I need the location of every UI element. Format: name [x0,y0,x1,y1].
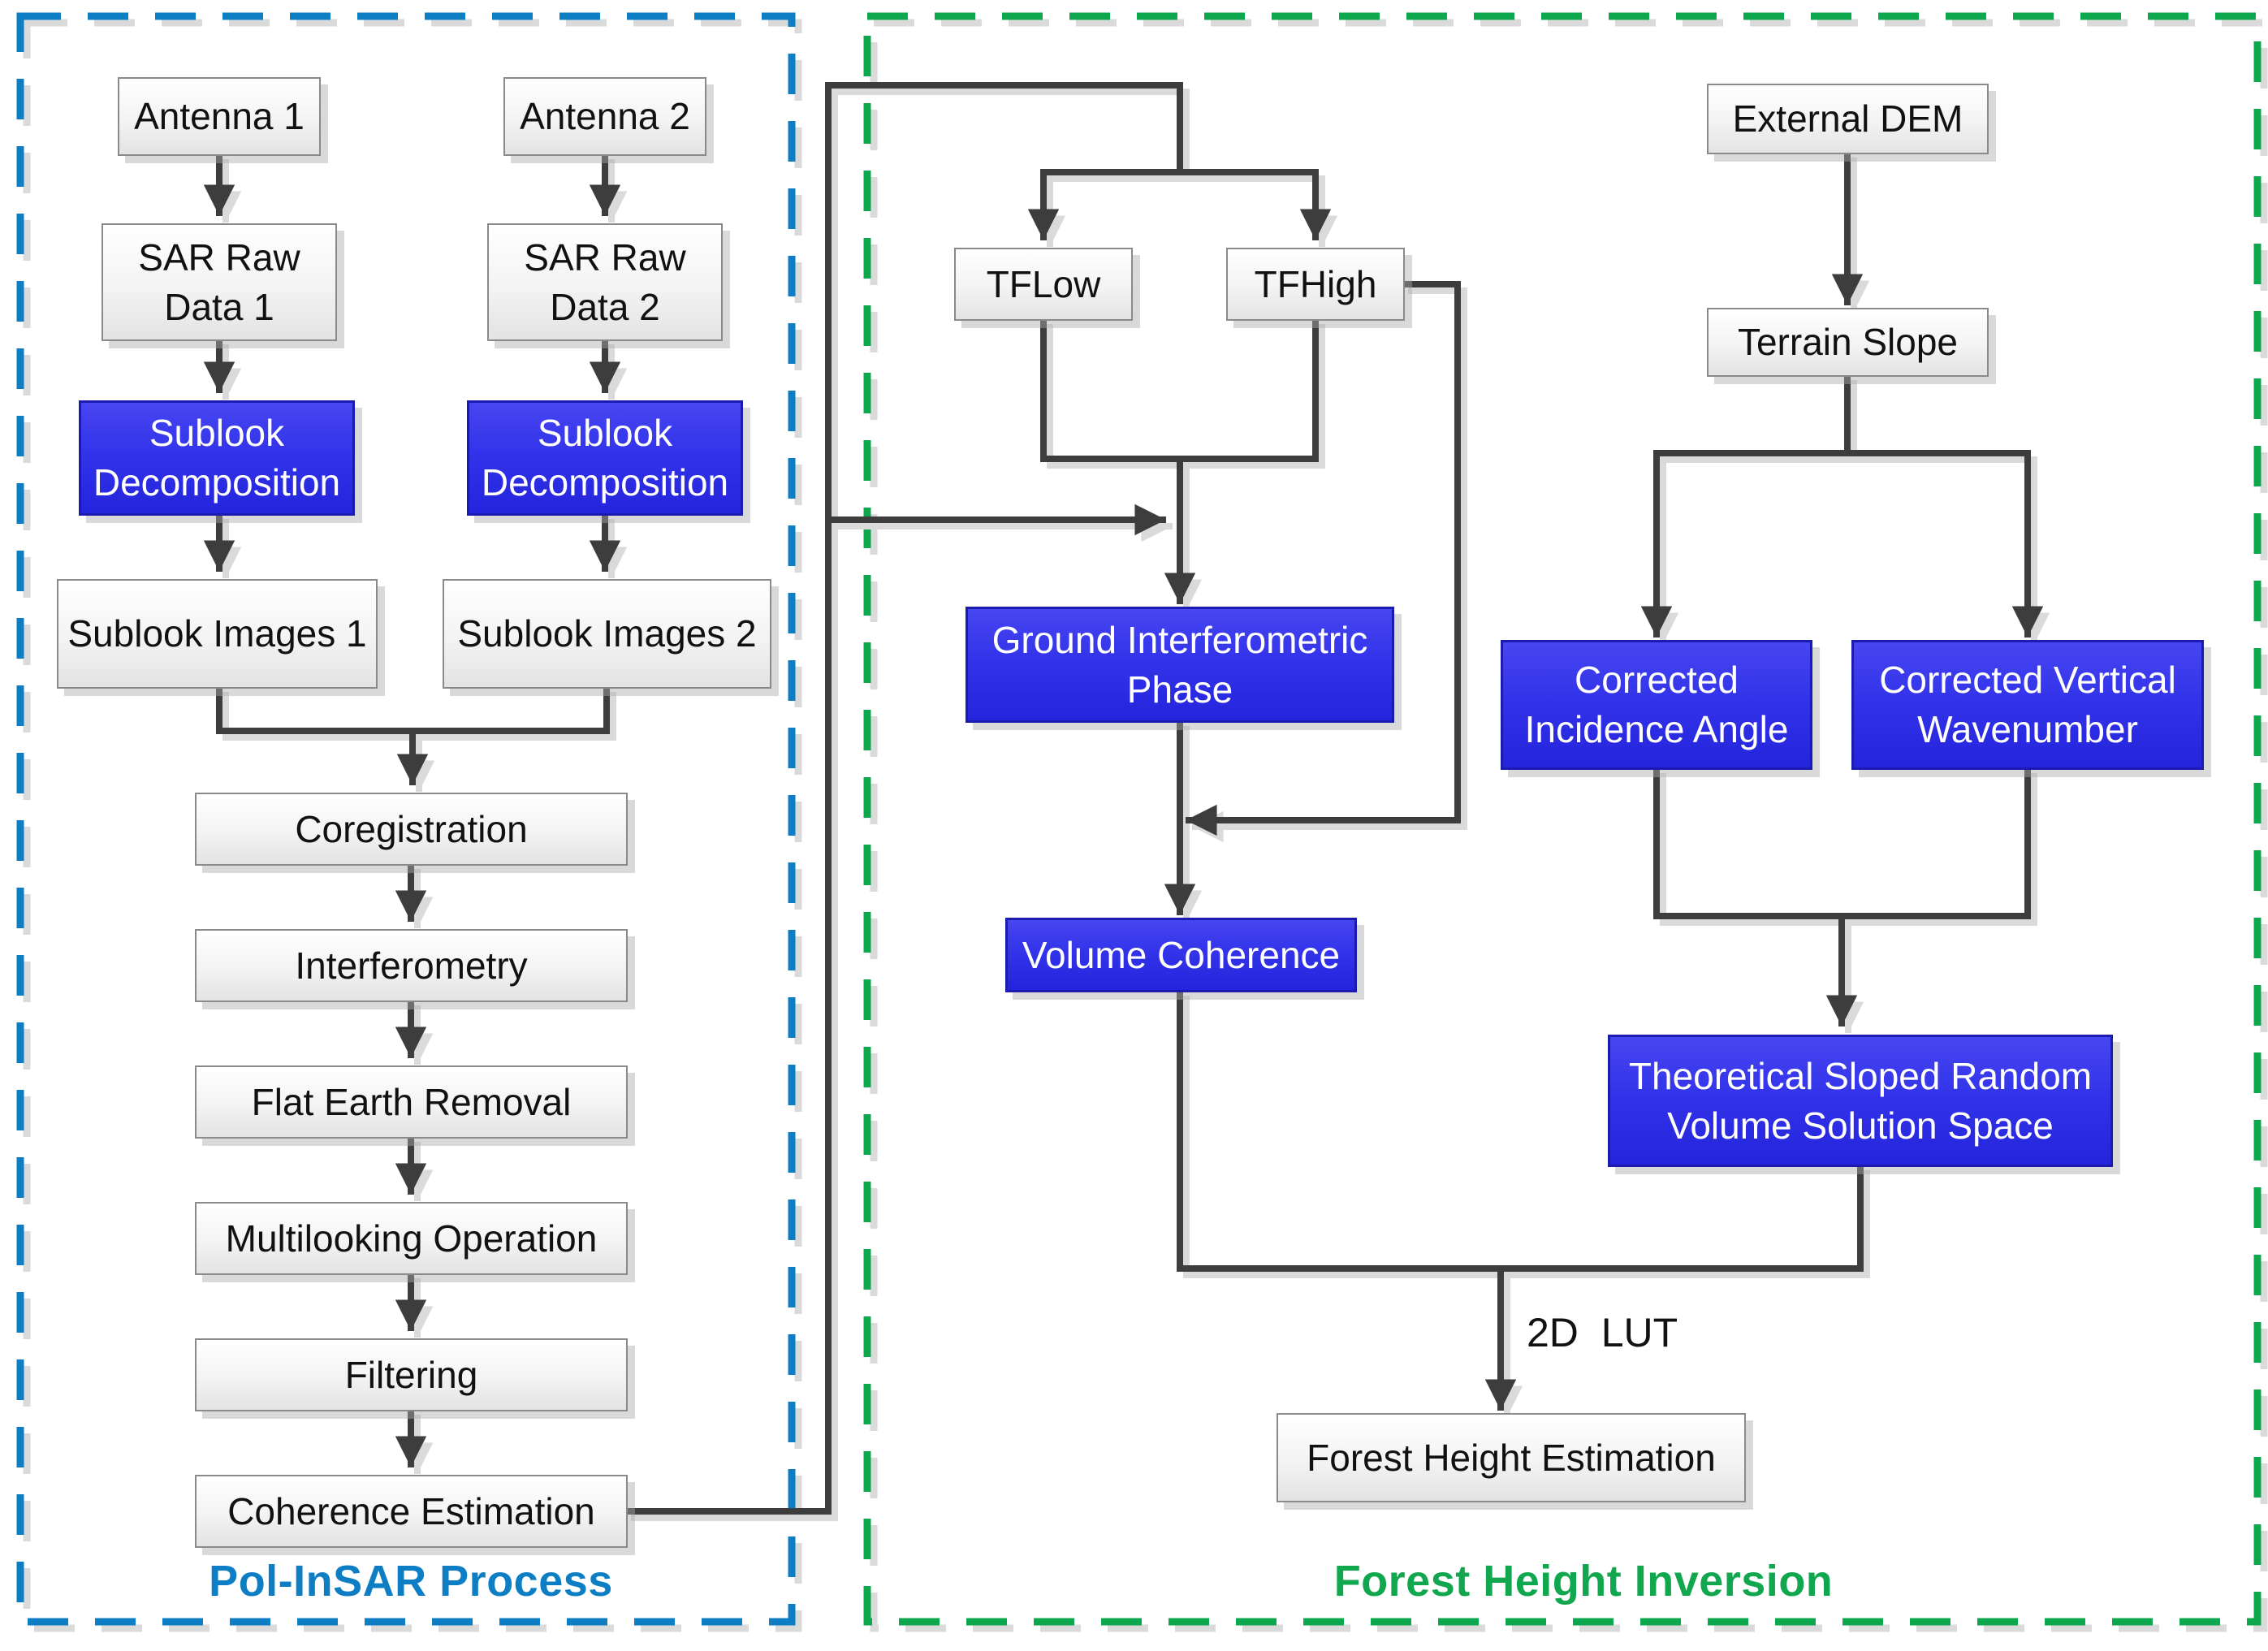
coregistration-label: Coregistration [295,807,528,850]
sublook-images-2-node: Sublook Images 2 [443,579,771,689]
sublook-decomposition-2-label: Sublook [537,412,673,455]
filtering-node: Filtering [195,1338,628,1411]
terrain-slope-node: Terrain Slope [1707,308,1989,377]
pol-insar-process-label: Pol-InSAR Process [209,1557,613,1606]
edge-volume-theoretical-merge-u [1177,989,1864,1272]
2d-lut-annotation: 2D LUT [1527,1310,1678,1355]
volume-coherence-node: Volume Coherence [1005,918,1357,992]
corrected-vertical-wavenumber-label: Wavenumber [1917,708,2138,750]
terrain-slope-label: Terrain Slope [1737,321,1959,364]
forest-height-estimation-label: Forest Height Estimation [1307,1436,1716,1479]
sublook-images-1-label: Sublook Images 1 [67,612,367,655]
flat-earth-removal-label: Flat Earth Removal [251,1080,572,1123]
antenna-1-label: Antenna 1 [134,95,305,138]
pol-insar-process-border [16,12,796,1626]
corrected-vertical-wavenumber-label: Corrected Vertical [1879,659,2176,702]
external-dem-node: External DEM [1707,84,1989,154]
edge-coherence-to-tf-branch [624,82,1183,1515]
multilooking-operation-label: Multilooking Operation [225,1217,598,1260]
coherence-estimation-label: Coherence Estimation [227,1489,595,1532]
forest-height-estimation-node: Forest Height Estimation [1277,1413,1746,1502]
sublook-images-1-node: Sublook Images 1 [57,579,378,689]
sublook-images-2-label: Sublook Images 2 [457,612,757,655]
sublook-decomposition-1-label: Sublook [149,412,285,455]
theoretical-solution-space-label: Volume Solution Space [1667,1104,2054,1147]
forest-height-inversion-label: Forest Height Inversion [1333,1557,1834,1606]
sar-raw-data-2-label: SAR Raw [524,236,686,279]
antenna-2-label: Antenna 2 [520,95,690,138]
corrected-incidence-angle-label: Incidence Angle [1524,708,1789,750]
edge-corrected-merge-u [1653,767,2031,919]
ground-interferometric-phase-label: Phase [1126,668,1233,711]
antenna-2-node: Antenna 2 [503,77,706,156]
external-dem-label: External DEM [1732,97,1963,140]
forest-height-inversion-border [863,12,2262,1626]
tflow-label: TFLow [986,262,1101,305]
tfhigh-label: TFHigh [1254,262,1377,305]
coregistration-node: Coregistration [195,793,628,866]
corrected-incidence-angle-label: Corrected [1575,659,1739,702]
theoretical-solution-space-label: Theoretical Sloped Random [1628,1054,2093,1097]
volume-coherence-label: Volume Coherence [1022,933,1341,976]
antenna-1-node: Antenna 1 [118,77,321,156]
tfhigh-node: TFHigh [1226,248,1405,321]
sublook-decomposition-2-label: Decomposition [481,461,729,504]
sar-raw-data-2-label: Data 2 [550,285,660,328]
tflow-node: TFLow [954,248,1133,321]
sublook-decomposition-1-label: Decomposition [93,461,341,504]
edge-tf-merge-u [1040,318,1319,462]
edge-images-merge-u [216,685,610,734]
sar-raw-data-1-label: SAR Raw [138,236,300,279]
edge-tfhigh-to-volume-line [1186,281,1461,836]
flat-earth-removal-node: Flat Earth Removal [195,1065,628,1139]
filtering-label: Filtering [344,1353,478,1396]
coherence-estimation-node: Coherence Estimation [195,1475,628,1548]
sar-raw-data-1-label: Data 1 [164,285,274,328]
multilooking-operation-node: Multilooking Operation [195,1202,628,1275]
ground-interferometric-phase-label: Ground Interferometric [991,618,1368,661]
interferometry-label: Interferometry [295,944,528,987]
interferometry-node: Interferometry [195,929,628,1002]
